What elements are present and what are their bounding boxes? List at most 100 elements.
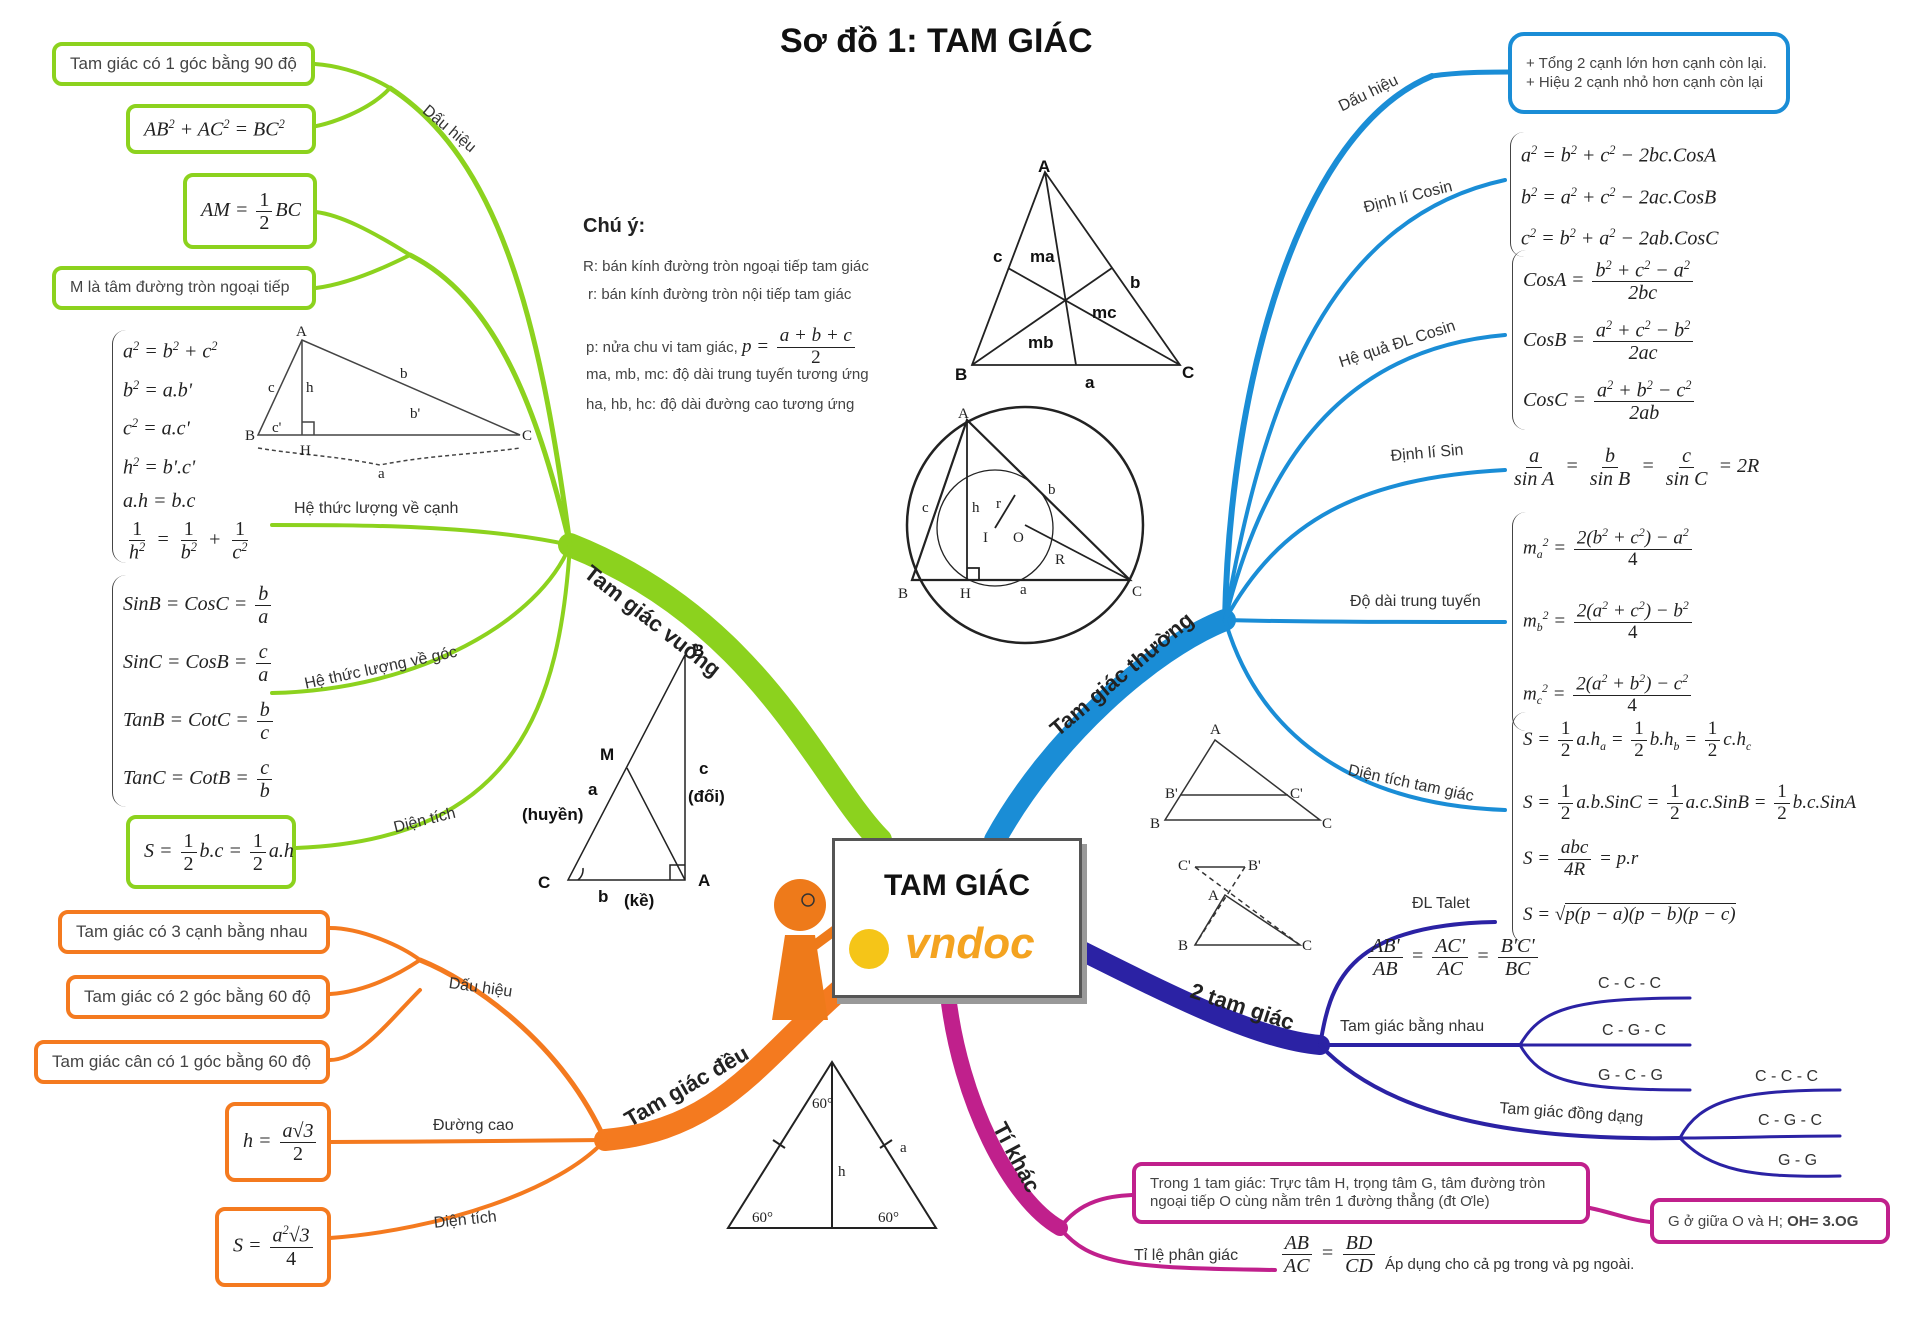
fig-sr-a: a (378, 466, 385, 482)
talet2-labels: C' B' A B C (1178, 858, 1312, 954)
note-line-r: r: bán kính đường tròn nội tiếp tam giác (588, 286, 852, 303)
fig-med-B: B (955, 365, 967, 384)
fig-cir-R: R (1055, 552, 1065, 568)
right-triangle-figure (566, 654, 686, 881)
equi-sign-sides: Tam giác có 3 cạnh bằng nhau (58, 910, 330, 954)
fig-sr-b: b (400, 366, 408, 382)
right-sign-90: Tam giác có 1 góc bằng 90 độ (52, 42, 315, 86)
fig-t1-C: C (1322, 816, 1332, 832)
talet-formula: AB'AB = AC'AC = B'C'BC (1365, 935, 1541, 980)
talet1-figure (1163, 738, 1323, 821)
note-line-R: R: bán kính đường tròn ngoại tiếp tam gi… (583, 258, 869, 275)
center-title: TAM GIÁC (883, 869, 1031, 902)
fig-cir-r: r (996, 496, 1001, 512)
fig-right-C: C (538, 873, 550, 892)
euler-line-box: Trong 1 tam giác: Trực tâm H, trọng tâm … (1132, 1162, 1590, 1224)
fig-t2-B1: B' (1248, 858, 1261, 874)
fig-right-a: a (588, 780, 598, 799)
fig-right-c: c (699, 759, 708, 778)
fig-sr-C: C (522, 428, 532, 444)
cosine-law-formulas: a2 = b2 + c2 − 2bc.CosA b2 = a2 + c2 − 2… (1510, 132, 1718, 257)
fig-equi-top: 60° (812, 1096, 833, 1112)
circles-labels: A B C H I O R r h a b c (898, 406, 1142, 602)
fig-med-a: a (1085, 373, 1095, 392)
label-equi-height: Đường cao (433, 1117, 514, 1134)
center-node: TAM GIÁC vndoc (832, 838, 1082, 998)
fig-sr-H: H (300, 443, 311, 459)
euler-ratio-box: G ở giữa O và H; OH= 3.OG (1650, 1198, 1890, 1244)
fig-sr-h: h (306, 380, 314, 396)
fig-cir-b: b (1048, 482, 1056, 498)
fig-med-c: c (993, 247, 1002, 266)
fig-right-b: b (598, 887, 608, 906)
fig-sr-B: B (245, 428, 255, 444)
fig-med-mb: mb (1028, 333, 1054, 352)
note-line-h: ha, hb, hc: độ dài đường cao tương ứng (586, 396, 855, 413)
fig-equi-a: a (900, 1140, 907, 1156)
euler-ratio-oh: OH= 3.OG (1787, 1212, 1859, 1230)
general-sign-box: + Tổng 2 cạnh lớn hơn cạnh còn lại. + Hi… (1508, 32, 1790, 114)
fig-t2-B: B (1178, 938, 1188, 954)
talet2-figure (1193, 866, 1303, 946)
medians-figure (970, 170, 1182, 366)
fig-equi-left: 60° (752, 1210, 773, 1226)
equilateral-figure (726, 1060, 938, 1229)
fig-t1-A: A (1210, 722, 1221, 738)
green-branches (270, 62, 892, 852)
page-title: Sơ đồ 1: TAM GIÁC (780, 22, 1093, 60)
label-median-length: Độ dài trung tuyến (1350, 593, 1481, 610)
magenta-branches (940, 987, 1652, 1272)
fig-sr-A: A (296, 324, 307, 340)
fig-med-mc: mc (1092, 303, 1117, 322)
circles-figure (905, 405, 1145, 645)
fig-t2-C: C (1302, 938, 1312, 954)
right-triangle-labels: B M C A a (huyền) c (đối) b (kề) (522, 641, 725, 910)
bisector-note: Áp dụng cho cả pg trong và pg ngoài. (1385, 1256, 1635, 1273)
navy-branches (1070, 920, 1842, 1178)
fig-t1-B1: B' (1165, 786, 1178, 802)
note-heading: Chú ý: (583, 215, 646, 237)
right-sign-pythagoras: AB2 + AC2 = BC2 (126, 104, 316, 154)
talet1-labels: A B' C' B C (1150, 722, 1332, 832)
fig-cir-a: a (1020, 582, 1027, 598)
fig-cir-H: H (960, 586, 971, 602)
fig-equi-h: h (838, 1164, 846, 1180)
note-line-m: ma, mb, mc: độ dài trung tuyến tương ứng (586, 366, 869, 383)
vndoc-logo: vndoc (905, 919, 1035, 968)
fig-cir-B: B (898, 586, 908, 602)
fig-med-ma: ma (1030, 247, 1055, 266)
fig-sr-bp: b' (410, 406, 421, 422)
fig-cir-h: h (972, 500, 980, 516)
small-right-labels: A B C H c b h c' b' a (245, 324, 532, 482)
orange-branches (328, 926, 851, 1240)
right-side-relations: a2 = b2 + c2 b2 = a.b' c2 = a.c' h2 = b'… (112, 330, 254, 564)
right-median-note: M là tâm đường tròn ngoại tiếp (52, 266, 316, 310)
equi-sign-isosceles: Tam giác cân có 1 góc bằng 60 độ (34, 1040, 330, 1084)
congruent-ccc: C - C - C (1598, 975, 1662, 992)
chick-mascot-icon (849, 929, 889, 969)
general-sign-diff: + Hiệu 2 cạnh nhỏ hơn cạnh còn lại (1526, 74, 1764, 91)
blue-branches (984, 69, 1513, 851)
general-sign-sum: + Tổng 2 cạnh lớn hơn cạnh còn lại. (1526, 55, 1767, 72)
fig-t2-A: A (1208, 888, 1219, 904)
fig-cir-c: c (922, 500, 929, 516)
label-bisector: Tỉ lệ phân giác (1134, 1247, 1239, 1264)
congruent-cgc: C - G - C (1602, 1022, 1666, 1039)
congruent-gcg: G - C - G (1598, 1067, 1663, 1084)
fig-med-b: b (1130, 273, 1140, 292)
fig-cir-C: C (1132, 584, 1142, 600)
fig-right-M: M (600, 745, 614, 764)
similar-ccc: C - C - C (1755, 1068, 1819, 1085)
